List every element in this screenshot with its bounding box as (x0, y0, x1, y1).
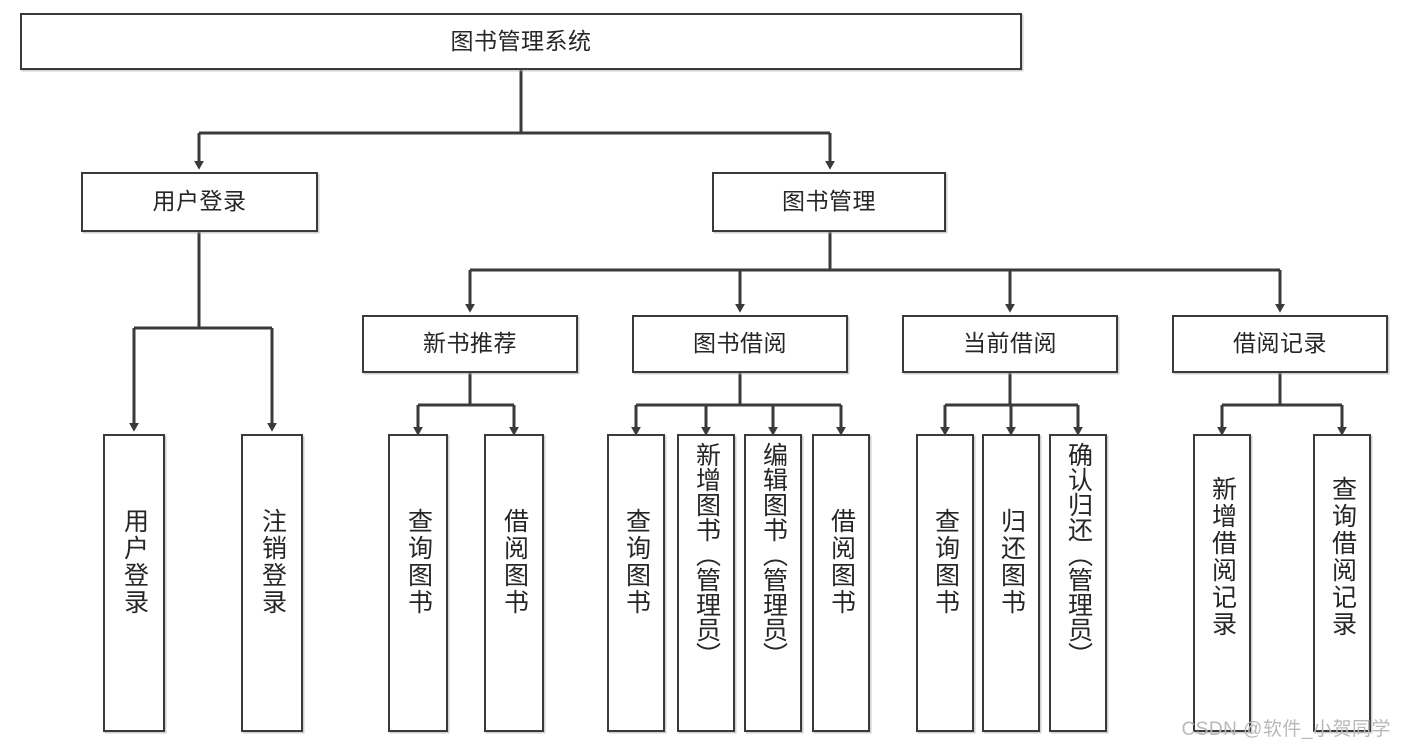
watermark-text: CSDN @软件_小贺同学 (1181, 719, 1391, 740)
node-root-label: 图书管理系统 (450, 27, 592, 54)
node-leaf-query-book-1[interactable]: 查询图书 (388, 434, 448, 732)
node-current-borrow-label: 当前借阅 (963, 330, 1057, 357)
node-leaf-add-record[interactable]: 新增借阅记录 (1193, 434, 1251, 732)
node-leaf-logout-login[interactable]: 注销登录 (241, 434, 303, 732)
node-leaf-query-record[interactable]: 查询借阅记录 (1313, 434, 1371, 732)
node-leaf-edit-book[interactable]: 编辑图书（管理员） (744, 434, 802, 732)
node-root[interactable]: 图书管理系统 (20, 13, 1022, 70)
node-user-login-label: 用户登录 (152, 188, 247, 215)
node-new-book-recommend-label: 新书推荐 (423, 330, 517, 357)
node-book-borrow[interactable]: 图书借阅 (632, 315, 848, 373)
node-leaf-user-login-label: 用户登录 (120, 508, 149, 616)
node-leaf-add-book[interactable]: 新增图书（管理员） (677, 434, 735, 732)
node-leaf-query-book-2-label: 查询图书 (622, 508, 651, 616)
node-leaf-query-book-3-label: 查询图书 (931, 508, 960, 616)
node-book-manage[interactable]: 图书管理 (712, 172, 946, 232)
node-leaf-borrow-book-2-label: 借阅图书 (827, 508, 856, 616)
node-leaf-query-record-label: 查询借阅记录 (1328, 476, 1357, 638)
node-new-book-recommend[interactable]: 新书推荐 (362, 315, 578, 373)
node-current-borrow[interactable]: 当前借阅 (902, 315, 1118, 373)
node-book-manage-label: 图书管理 (782, 188, 876, 215)
node-leaf-query-book-3[interactable]: 查询图书 (916, 434, 974, 732)
node-leaf-confirm-return-label: 确认归还（管理员） (1064, 442, 1093, 667)
node-leaf-add-book-label: 新增图书（管理员） (692, 442, 721, 667)
node-borrow-record[interactable]: 借阅记录 (1172, 315, 1388, 373)
node-leaf-return-book-label: 归还图书 (997, 508, 1026, 616)
node-leaf-edit-book-label: 编辑图书（管理员） (759, 442, 788, 667)
node-leaf-logout-login-label: 注销登录 (258, 508, 287, 616)
node-leaf-borrow-book-1-label: 借阅图书 (500, 508, 529, 616)
node-leaf-user-login[interactable]: 用户登录 (103, 434, 165, 732)
node-leaf-query-book-2[interactable]: 查询图书 (607, 434, 665, 732)
node-book-borrow-label: 图书借阅 (693, 330, 787, 357)
node-user-login[interactable]: 用户登录 (81, 172, 318, 232)
node-leaf-confirm-return[interactable]: 确认归还（管理员） (1049, 434, 1107, 732)
node-leaf-borrow-book-2[interactable]: 借阅图书 (812, 434, 870, 732)
node-borrow-record-label: 借阅记录 (1233, 330, 1327, 357)
node-leaf-add-record-label: 新增借阅记录 (1208, 476, 1237, 638)
node-leaf-borrow-book-1[interactable]: 借阅图书 (484, 434, 544, 732)
node-leaf-query-book-1-label: 查询图书 (404, 508, 433, 616)
node-leaf-return-book[interactable]: 归还图书 (982, 434, 1040, 732)
